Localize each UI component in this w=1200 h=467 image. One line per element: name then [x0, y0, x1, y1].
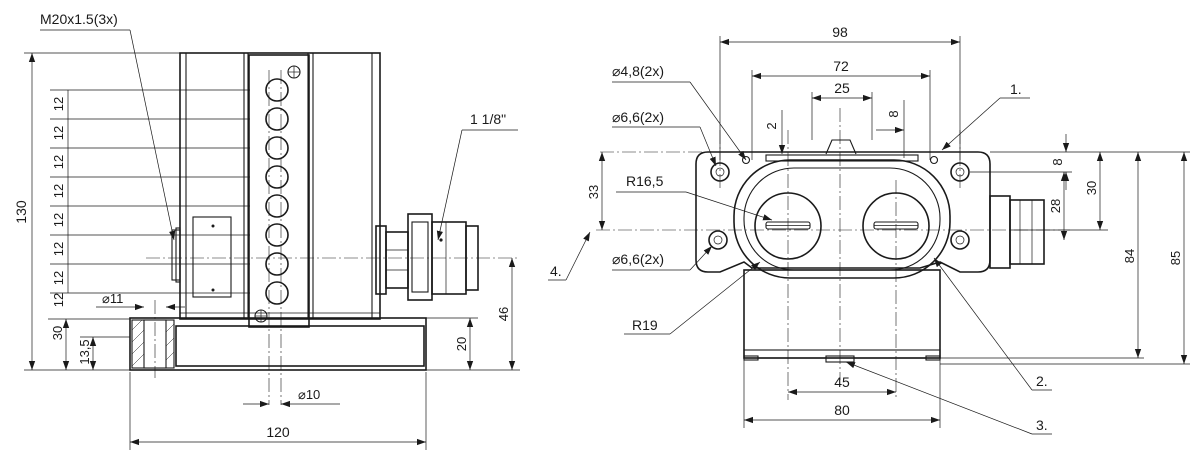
counterbore-hole — [131, 300, 175, 378]
top-nub — [825, 139, 857, 155]
dim-12-4: 12 — [51, 184, 66, 198]
fitting-label: 1 1/8" — [470, 111, 506, 127]
dim-72: 72 — [833, 58, 849, 74]
radius-165-label: R16,5 — [626, 173, 664, 189]
dim-33: 33 — [586, 185, 601, 199]
switch-2 — [265, 107, 289, 131]
oval-body — [733, 159, 951, 279]
pitch-lines — [24, 52, 250, 371]
base-plate-inner — [175, 325, 425, 367]
switch-7 — [265, 252, 289, 276]
callout-2: 2. — [1036, 373, 1048, 389]
switch-3 — [265, 136, 289, 160]
pipe-fitting — [375, 213, 479, 301]
cover-strip — [765, 154, 919, 162]
dim-25: 25 — [834, 80, 850, 96]
switch-plate — [248, 54, 310, 328]
switch-4 — [265, 165, 289, 189]
callout-1: 1. — [1010, 81, 1022, 97]
lower-body — [743, 269, 941, 359]
label-plate — [192, 216, 232, 298]
dim-12-7: 12 — [51, 271, 66, 285]
dim-12-1: 12 — [51, 97, 66, 111]
mounting-holes — [708, 155, 970, 250]
dim-13-5: 13,5 — [77, 339, 92, 364]
flange — [695, 151, 991, 273]
dim-12-2: 12 — [51, 126, 66, 140]
dim-45: 45 — [834, 374, 850, 390]
switch-row — [254, 65, 301, 323]
hole-66-top-label: ⌀6,6(2x) — [612, 109, 664, 125]
dim-84: 84 — [1122, 249, 1137, 263]
switch-5 — [265, 194, 289, 218]
dim-130: 130 — [13, 200, 29, 224]
front-view: 98 72 25 2 8 ⌀4,8(2x) ⌀6,6(2x) R16,5 33 … — [548, 24, 1190, 435]
dim-46: 46 — [496, 307, 511, 321]
dim-12-3: 12 — [51, 155, 66, 169]
hole-48-label: ⌀4,8(2x) — [612, 63, 664, 79]
dim-12-5: 12 — [51, 213, 66, 227]
housing — [179, 52, 381, 320]
dim-8-top: 8 — [886, 110, 901, 117]
dim-30-front: 30 — [1084, 181, 1099, 195]
dim-85: 85 — [1168, 251, 1183, 265]
dim-8-right: 8 — [1050, 158, 1065, 165]
base-plate — [129, 317, 427, 371]
switch-8 — [265, 281, 289, 305]
dim-dia-10: ⌀10 — [298, 387, 320, 402]
hole-66-bottom-label: ⌀6,6(2x) — [612, 251, 664, 267]
dim-120: 120 — [266, 424, 290, 440]
thread-label: M20x1.5(3x) — [40, 11, 118, 27]
dim-80: 80 — [834, 402, 850, 418]
dim-12-8: 12 — [51, 293, 66, 307]
side-fitting — [989, 195, 1045, 269]
dim-dia-11: ⌀11 — [102, 291, 123, 306]
dim-28: 28 — [1048, 199, 1063, 213]
dim-20: 20 — [454, 337, 469, 351]
switch-6 — [265, 223, 289, 247]
radius-19-label: R19 — [632, 317, 658, 333]
pitch-dims: 12 12 12 12 12 12 12 12 — [51, 97, 66, 307]
callout-3: 3. — [1036, 417, 1048, 433]
side-view: 130 12 12 12 12 12 12 12 12 30 13,5 M20x… — [13, 11, 520, 450]
dim-12-6: 12 — [51, 242, 66, 256]
dim-98: 98 — [832, 24, 848, 40]
dim-30-side: 30 — [50, 326, 65, 340]
dim-2: 2 — [764, 122, 779, 129]
switch-1 — [265, 78, 289, 102]
callout-4: 4. — [550, 263, 562, 279]
